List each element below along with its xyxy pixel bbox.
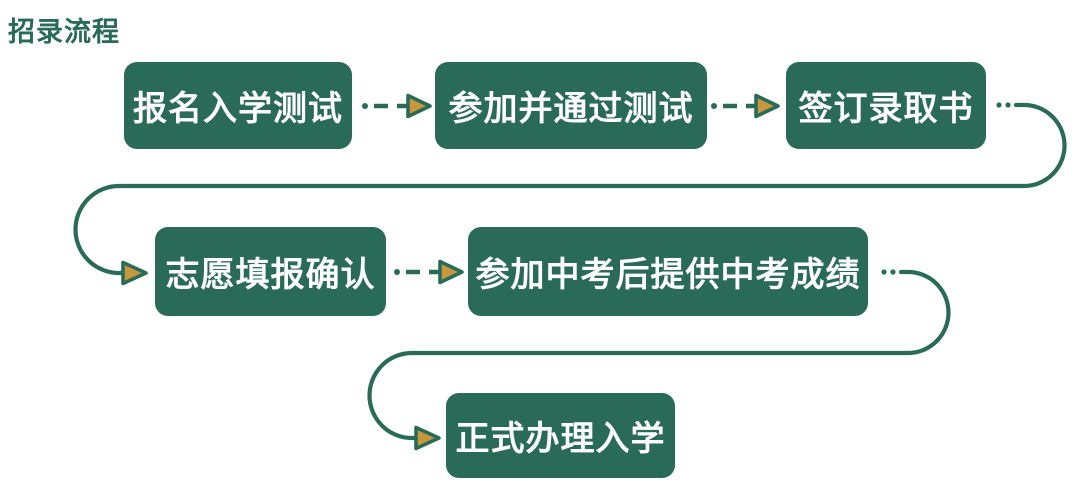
flow-step-confirm-preference: 志愿填报确认 bbox=[155, 227, 386, 316]
flow-step-label: 正式办理入学 bbox=[455, 420, 666, 458]
arrow-2-dot bbox=[711, 103, 717, 109]
flow-step-signup-test: 报名入学测试 bbox=[124, 62, 352, 149]
arrow-1-dot bbox=[362, 103, 368, 109]
connector-b-head-icon bbox=[414, 425, 441, 451]
flow-step-label: 签订录取书 bbox=[798, 90, 974, 128]
flow-step-label: 志愿填报确认 bbox=[165, 256, 376, 294]
connector-a-dot-2 bbox=[1005, 102, 1011, 108]
flow-step-pass-test: 参加并通过测试 bbox=[435, 62, 707, 149]
flow-step-exam-scores: 参加中考后提供中考成绩 bbox=[468, 227, 868, 316]
connector-a-path bbox=[73, 102, 1067, 276]
arrow-3-dot bbox=[394, 269, 400, 275]
flow-step-label: 报名入学测试 bbox=[133, 90, 343, 128]
arrow-3-head-icon bbox=[438, 259, 464, 285]
page-title: 招录流程 bbox=[8, 17, 120, 47]
connector-a-head-icon bbox=[121, 260, 148, 286]
connector-b-dot-1 bbox=[881, 269, 887, 275]
connector-b-dot-2 bbox=[890, 269, 896, 275]
flow-step-official-enrollment: 正式办理入学 bbox=[446, 393, 675, 478]
arrow-1-head-icon bbox=[406, 93, 432, 119]
arrow-2-head-icon bbox=[754, 93, 780, 119]
flow-step-label: 参加中考后提供中考成绩 bbox=[475, 256, 861, 294]
flow-step-label: 参加并通过测试 bbox=[448, 90, 694, 128]
connector-b-path bbox=[367, 269, 951, 441]
connector-a-dot-1 bbox=[996, 102, 1002, 108]
flow-step-sign-admission: 签订录取书 bbox=[786, 62, 986, 149]
